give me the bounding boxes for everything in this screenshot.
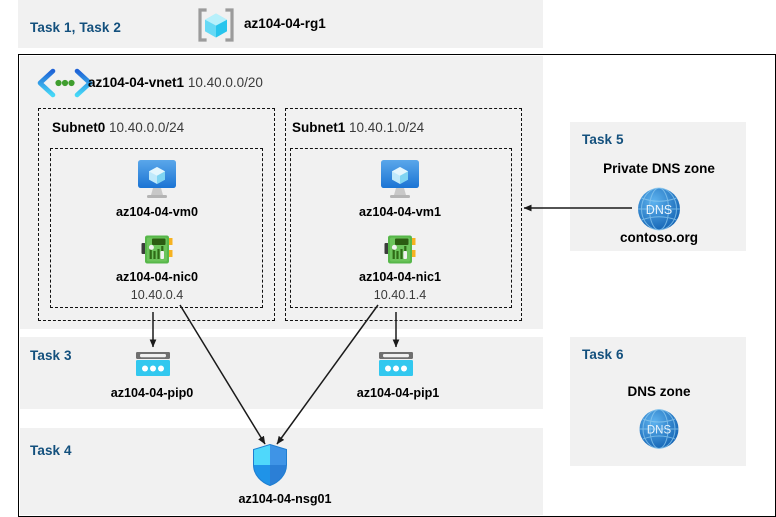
pip1-label: az104-04-pip1 (356, 386, 440, 400)
dns-globe-text: DNS (646, 203, 672, 217)
subnet1-header: Subnet1 10.40.1.0/24 (292, 120, 425, 135)
dns-globe-icon: DNS (636, 406, 682, 452)
private-dns-zone-title: Private DNS zone (603, 161, 715, 176)
dns-globe-icon: DNS (634, 184, 684, 234)
resource-group-cube-icon (196, 6, 236, 44)
dns-globe-text: DNS (647, 425, 672, 437)
nic0-ip: 10.40.0.4 (130, 288, 184, 302)
network-security-group-shield-icon (251, 443, 289, 487)
virtual-machine-icon (134, 158, 180, 200)
nic1-label: az104-04-nic1 (359, 270, 441, 284)
task-label-6: Task 6 (582, 347, 624, 362)
virtual-network-chevron-icon (36, 68, 94, 98)
subnet0-header: Subnet0 10.40.0.0/24 (52, 120, 185, 135)
task-label-1-2: Task 1, Task 2 (30, 20, 121, 35)
pip0-label: az104-04-pip0 (110, 386, 194, 400)
subnet1-inner-box (290, 148, 512, 308)
subnet1-box (285, 108, 522, 321)
nsg-label: az104-04-nsg01 (238, 492, 332, 506)
public-ip-band (20, 337, 543, 409)
public-ip-address-icon (377, 350, 415, 380)
task-label-3: Task 3 (30, 348, 72, 363)
vm0-label: az104-04-vm0 (116, 205, 198, 219)
virtual-machine-icon (377, 158, 423, 200)
subnet0-inner-box (50, 148, 263, 308)
public-ip-address-icon (134, 350, 172, 380)
network-interface-icon (384, 234, 417, 266)
nic0-label: az104-04-nic0 (116, 270, 198, 284)
task-label-4: Task 4 (30, 443, 72, 458)
dns-zone-title: DNS zone (627, 384, 691, 399)
vnet-gray-column (20, 56, 543, 329)
task-label-5: Task 5 (582, 132, 624, 147)
vm1-label: az104-04-vm1 (359, 205, 441, 219)
resource-group-name: az104-04-rg1 (244, 16, 326, 31)
vnet-header: az104-04-vnet1 10.40.0.0/20 (88, 75, 263, 90)
network-interface-icon (141, 234, 174, 266)
nic1-ip: 10.40.1.4 (373, 288, 427, 302)
subnet0-box (38, 108, 275, 321)
private-dns-zone-name: contoso.org (620, 230, 698, 245)
resource-group-band (18, 0, 543, 48)
